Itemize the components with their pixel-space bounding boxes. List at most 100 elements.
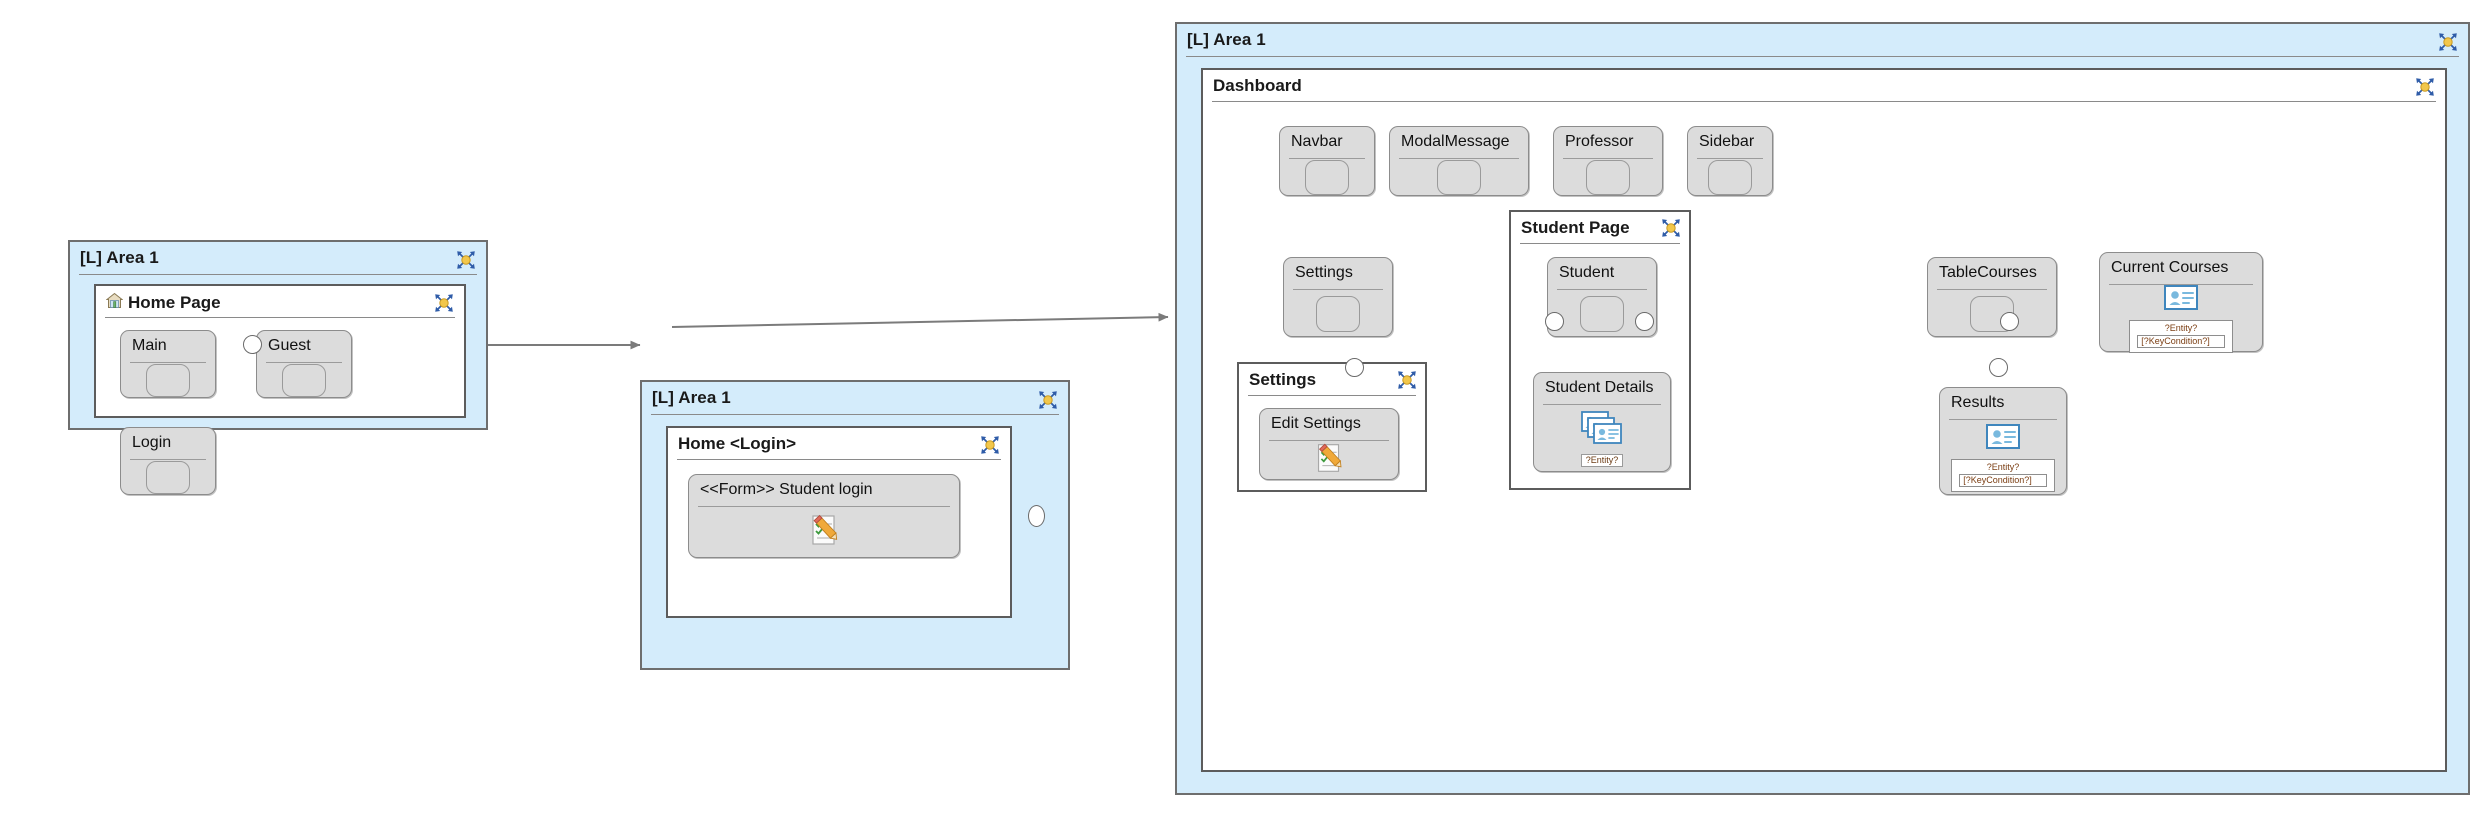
view-component-icon <box>1437 160 1481 195</box>
page-title-row: Home Page <box>105 292 221 314</box>
node-label: <<Form>> Student login <box>700 481 873 498</box>
node-body <box>1928 291 2056 336</box>
area-middle[interactable]: [L] Area 1 Home <Login> <box>640 380 1070 670</box>
divider <box>1937 289 2047 290</box>
expand-collapse-icon[interactable] <box>2437 31 2459 53</box>
node-sidebar[interactable]: Sidebar <box>1687 126 1773 196</box>
node-body <box>121 364 215 397</box>
node-label: Student <box>1559 264 1615 281</box>
form-edit-icon <box>1310 439 1348 482</box>
node-tablecourses[interactable]: TableCourses <box>1927 257 2057 337</box>
divider <box>105 317 455 318</box>
page-home-login[interactable]: Home <Login> <<Form>> Student login <box>666 426 1012 618</box>
expand-collapse-icon[interactable] <box>1396 369 1418 391</box>
node-label: Edit Settings <box>1271 415 1361 432</box>
divider <box>677 459 1001 460</box>
divider <box>1248 395 1416 396</box>
divider <box>1399 158 1519 159</box>
node-label: ModalMessage <box>1401 133 1510 150</box>
divider <box>266 362 342 363</box>
area-title: [L] Area 1 <box>652 388 731 407</box>
page-home[interactable]: Home Page Main <box>94 284 466 495</box>
expand-collapse-icon[interactable] <box>979 434 1001 456</box>
view-component-icon <box>1708 160 1752 195</box>
entity-condition-box: ?Entity? [?KeyCondition?] <box>2129 319 2233 353</box>
divider <box>1289 158 1365 159</box>
page-title-row: Home <Login> <box>678 434 796 454</box>
node-label: Main <box>132 337 167 354</box>
page-dashboard[interactable]: Dashboard Navbar <box>1201 68 2447 772</box>
view-component-icon <box>146 364 190 397</box>
connector-port-tablecourses-out-down[interactable] <box>1989 358 2008 377</box>
page-student[interactable]: Student Page <box>1509 210 1691 490</box>
connector-port-student-in[interactable] <box>1545 312 1564 331</box>
node-student-details[interactable]: Student Details <box>1533 372 1671 472</box>
connector-port-login-out[interactable] <box>243 335 262 354</box>
expand-collapse-icon[interactable] <box>2414 76 2436 98</box>
area-title: [L] Area 1 <box>1187 30 1266 49</box>
key-condition-label: [?KeyCondition?] <box>2137 334 2225 348</box>
page-title: Dashboard <box>1213 76 1302 95</box>
page-title-row: Student Page <box>1521 218 1630 238</box>
connector-port-studentlogin-out[interactable] <box>1028 505 1045 527</box>
node-label: TableCourses <box>1939 264 2037 281</box>
node-label: Settings <box>1295 264 1353 281</box>
expand-collapse-icon[interactable] <box>433 292 455 314</box>
node-body <box>257 364 351 397</box>
divider <box>1697 158 1763 159</box>
divider <box>698 506 950 507</box>
divider <box>1563 158 1653 159</box>
node-main[interactable]: Main <box>120 330 216 398</box>
node-label: Student Details <box>1545 379 1654 396</box>
node-login[interactable]: Login <box>120 427 216 495</box>
area-left[interactable]: [L] Area 1 <box>68 240 488 495</box>
connector-port-settings-out[interactable] <box>1345 358 1364 377</box>
divider <box>651 414 1059 415</box>
view-component-icon <box>1305 160 1349 195</box>
expand-collapse-icon[interactable] <box>1037 389 1059 411</box>
node-body: ?Entity? <box>1534 406 1670 471</box>
page-title: Home <Login> <box>678 434 797 453</box>
area-right[interactable]: [L] Area 1 Dashboard <box>1175 22 2470 795</box>
view-component-icon <box>1586 160 1630 195</box>
node-body <box>1548 291 1656 336</box>
page-settings[interactable]: Settings Edi <box>1237 362 1427 492</box>
connector-port-student-out[interactable] <box>1635 312 1654 331</box>
node-label: Guest <box>268 337 311 354</box>
node-body: ?Entity? [?KeyCondition?] <box>2100 284 2262 353</box>
divider <box>1293 289 1383 290</box>
divider <box>1543 404 1661 405</box>
edge-homelogin-to-dashboard <box>671 312 1169 328</box>
node-settings[interactable]: Settings <box>1283 257 1393 337</box>
node-professor[interactable]: Professor <box>1553 126 1663 196</box>
expand-collapse-icon[interactable] <box>455 249 477 271</box>
entity-stack-icon <box>1581 410 1623 450</box>
node-guest[interactable]: Guest <box>256 330 352 398</box>
node-label: Login <box>132 434 172 451</box>
entity-card-icon <box>2164 284 2198 315</box>
entity-condition-box: ?Entity? [?KeyCondition?] <box>1951 458 2055 492</box>
node-edit-settings[interactable]: Edit Settings <box>1259 408 1399 480</box>
node-current-courses[interactable]: Current Courses <box>2099 252 2263 353</box>
node-body <box>121 461 215 494</box>
node-navbar[interactable]: Navbar <box>1279 126 1375 196</box>
area-title: [L] Area 1 <box>80 248 159 267</box>
expand-collapse-icon[interactable] <box>1660 217 1682 239</box>
node-modalmessage[interactable]: ModalMessage <box>1389 126 1529 196</box>
divider <box>1949 419 2057 420</box>
page-title-row: Settings <box>1249 370 1316 390</box>
node-body <box>1284 291 1392 336</box>
node-student-login[interactable]: <<Form>> Student login <box>688 474 960 558</box>
divider <box>1269 440 1389 441</box>
node-label: Results <box>1951 394 2005 411</box>
entity-label: ?Entity? <box>2164 322 2198 333</box>
divider <box>130 459 206 460</box>
node-results[interactable]: Results <box>1939 387 2067 495</box>
node-body <box>1554 160 1662 195</box>
view-component-icon <box>1580 295 1624 332</box>
entity-label: ?Entity? <box>1580 453 1624 467</box>
page-title-row: Dashboard <box>1213 76 1302 96</box>
connector-port-tablecourses-out-right[interactable] <box>2000 312 2019 331</box>
view-component-icon <box>1316 295 1360 332</box>
